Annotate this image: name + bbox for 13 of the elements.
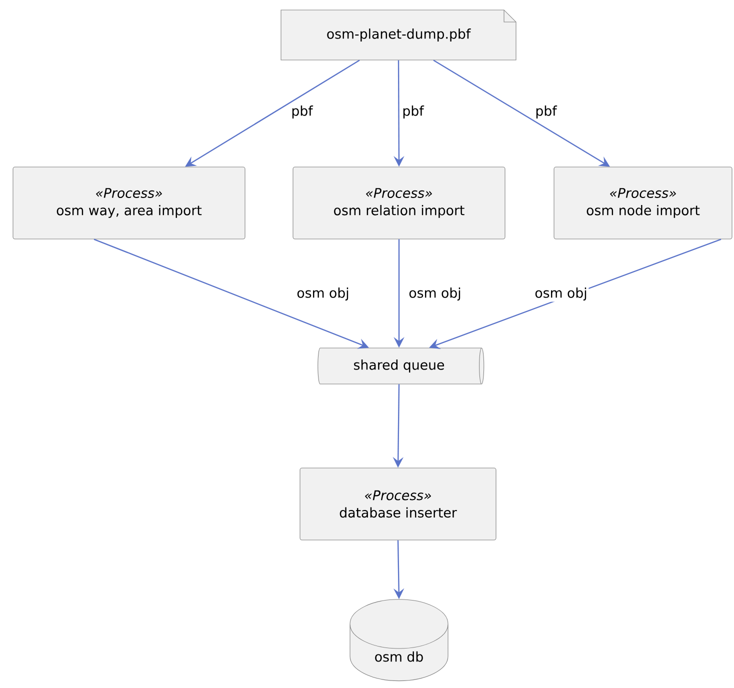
file-box: osm-planet-dump.pbf xyxy=(280,10,516,60)
edge-label: pbf xyxy=(534,104,558,120)
process-box: «Process» osm node import xyxy=(554,166,732,240)
process-box: «Process» osm relation import xyxy=(292,166,506,240)
queue-cylinder: shared queue xyxy=(318,348,484,384)
process-box: «Process» database inserter xyxy=(300,468,496,540)
edge-label: osm obj xyxy=(407,286,463,302)
edge-label: osm obj xyxy=(295,286,351,302)
database-cylinder: osm db xyxy=(350,599,448,682)
process-box: «Process» osm way, area import xyxy=(12,166,246,240)
edge-label: pbf xyxy=(290,104,314,120)
edge-label: pbf xyxy=(400,104,426,120)
edge-label: osm obj xyxy=(533,286,589,302)
